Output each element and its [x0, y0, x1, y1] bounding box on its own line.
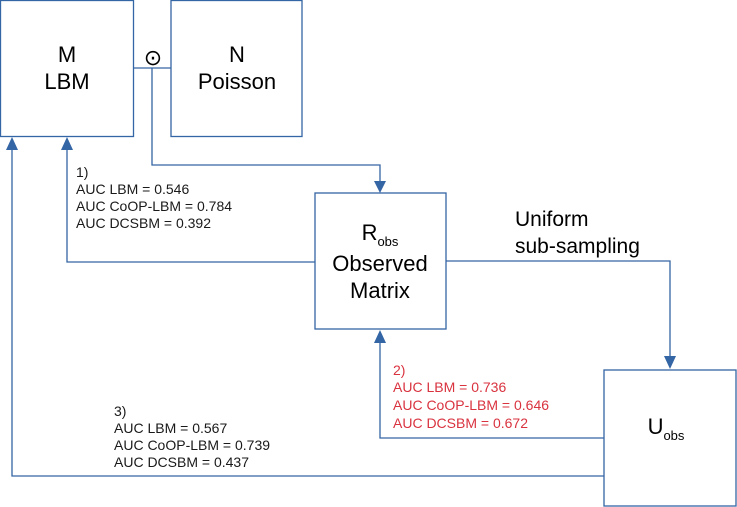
box-n-poisson: N Poisson	[170, 0, 303, 138]
arrowhead-icon	[664, 356, 676, 369]
u-to-m-arrow	[11, 148, 604, 477]
result-line: AUC CoOP-LBM = 0.739	[114, 437, 270, 453]
edge-label-line2: sub-sampling	[515, 235, 640, 258]
box-r-line2: Observed	[332, 251, 427, 276]
results-2: 2) AUC LBM = 0.736 AUC CoOP-LBM = 0.646 …	[393, 362, 549, 431]
results-1: 1) AUC LBM = 0.546 AUC CoOP-LBM = 0.784 …	[76, 164, 232, 231]
result-label: 3)	[114, 403, 126, 419]
box-m-lbm: M LBM	[0, 0, 135, 138]
box-n-subtitle: Poisson	[198, 69, 276, 94]
box-r-title: Robs	[362, 220, 399, 249]
result-line: AUC DCSBM = 0.437	[114, 454, 249, 470]
box-n-title: N	[229, 42, 245, 67]
result-line: AUC DCSBM = 0.392	[76, 215, 211, 231]
result-line: AUC LBM = 0.736	[393, 379, 506, 395]
box-r-line3: Matrix	[350, 278, 410, 303]
arrowhead-icon	[374, 181, 386, 193]
hadamard-product-icon: ⊙	[144, 45, 162, 70]
result-line: AUC CoOP-LBM = 0.646	[393, 397, 549, 413]
result-line: AUC CoOP-LBM = 0.784	[76, 198, 232, 214]
product-to-r-arrow	[151, 68, 381, 183]
box-m-subtitle: LBM	[44, 69, 89, 94]
arrowhead-icon	[374, 330, 386, 343]
box-r-observed-matrix: Robs Observed Matrix	[314, 192, 447, 330]
box-m-title: M	[58, 42, 76, 67]
result-label: 1)	[76, 164, 88, 180]
arrowhead-icon	[61, 137, 73, 150]
connectors	[6, 67, 676, 477]
edge-label-line1: Uniform	[515, 208, 589, 231]
results-3: 3) AUC LBM = 0.567 AUC CoOP-LBM = 0.739 …	[114, 403, 270, 470]
result-line: AUC DCSBM = 0.672	[393, 415, 528, 431]
result-line: AUC LBM = 0.546	[76, 181, 189, 197]
r-to-m-arrow	[66, 148, 315, 263]
box-u-title: Uobs	[648, 414, 685, 443]
arrowhead-icon	[6, 137, 18, 150]
u-to-r-arrow	[379, 341, 604, 439]
result-line: AUC LBM = 0.567	[114, 420, 227, 436]
r-to-u-arrow	[446, 260, 671, 358]
box-u-obs: Uobs	[603, 369, 737, 507]
result-label: 2)	[393, 362, 405, 378]
